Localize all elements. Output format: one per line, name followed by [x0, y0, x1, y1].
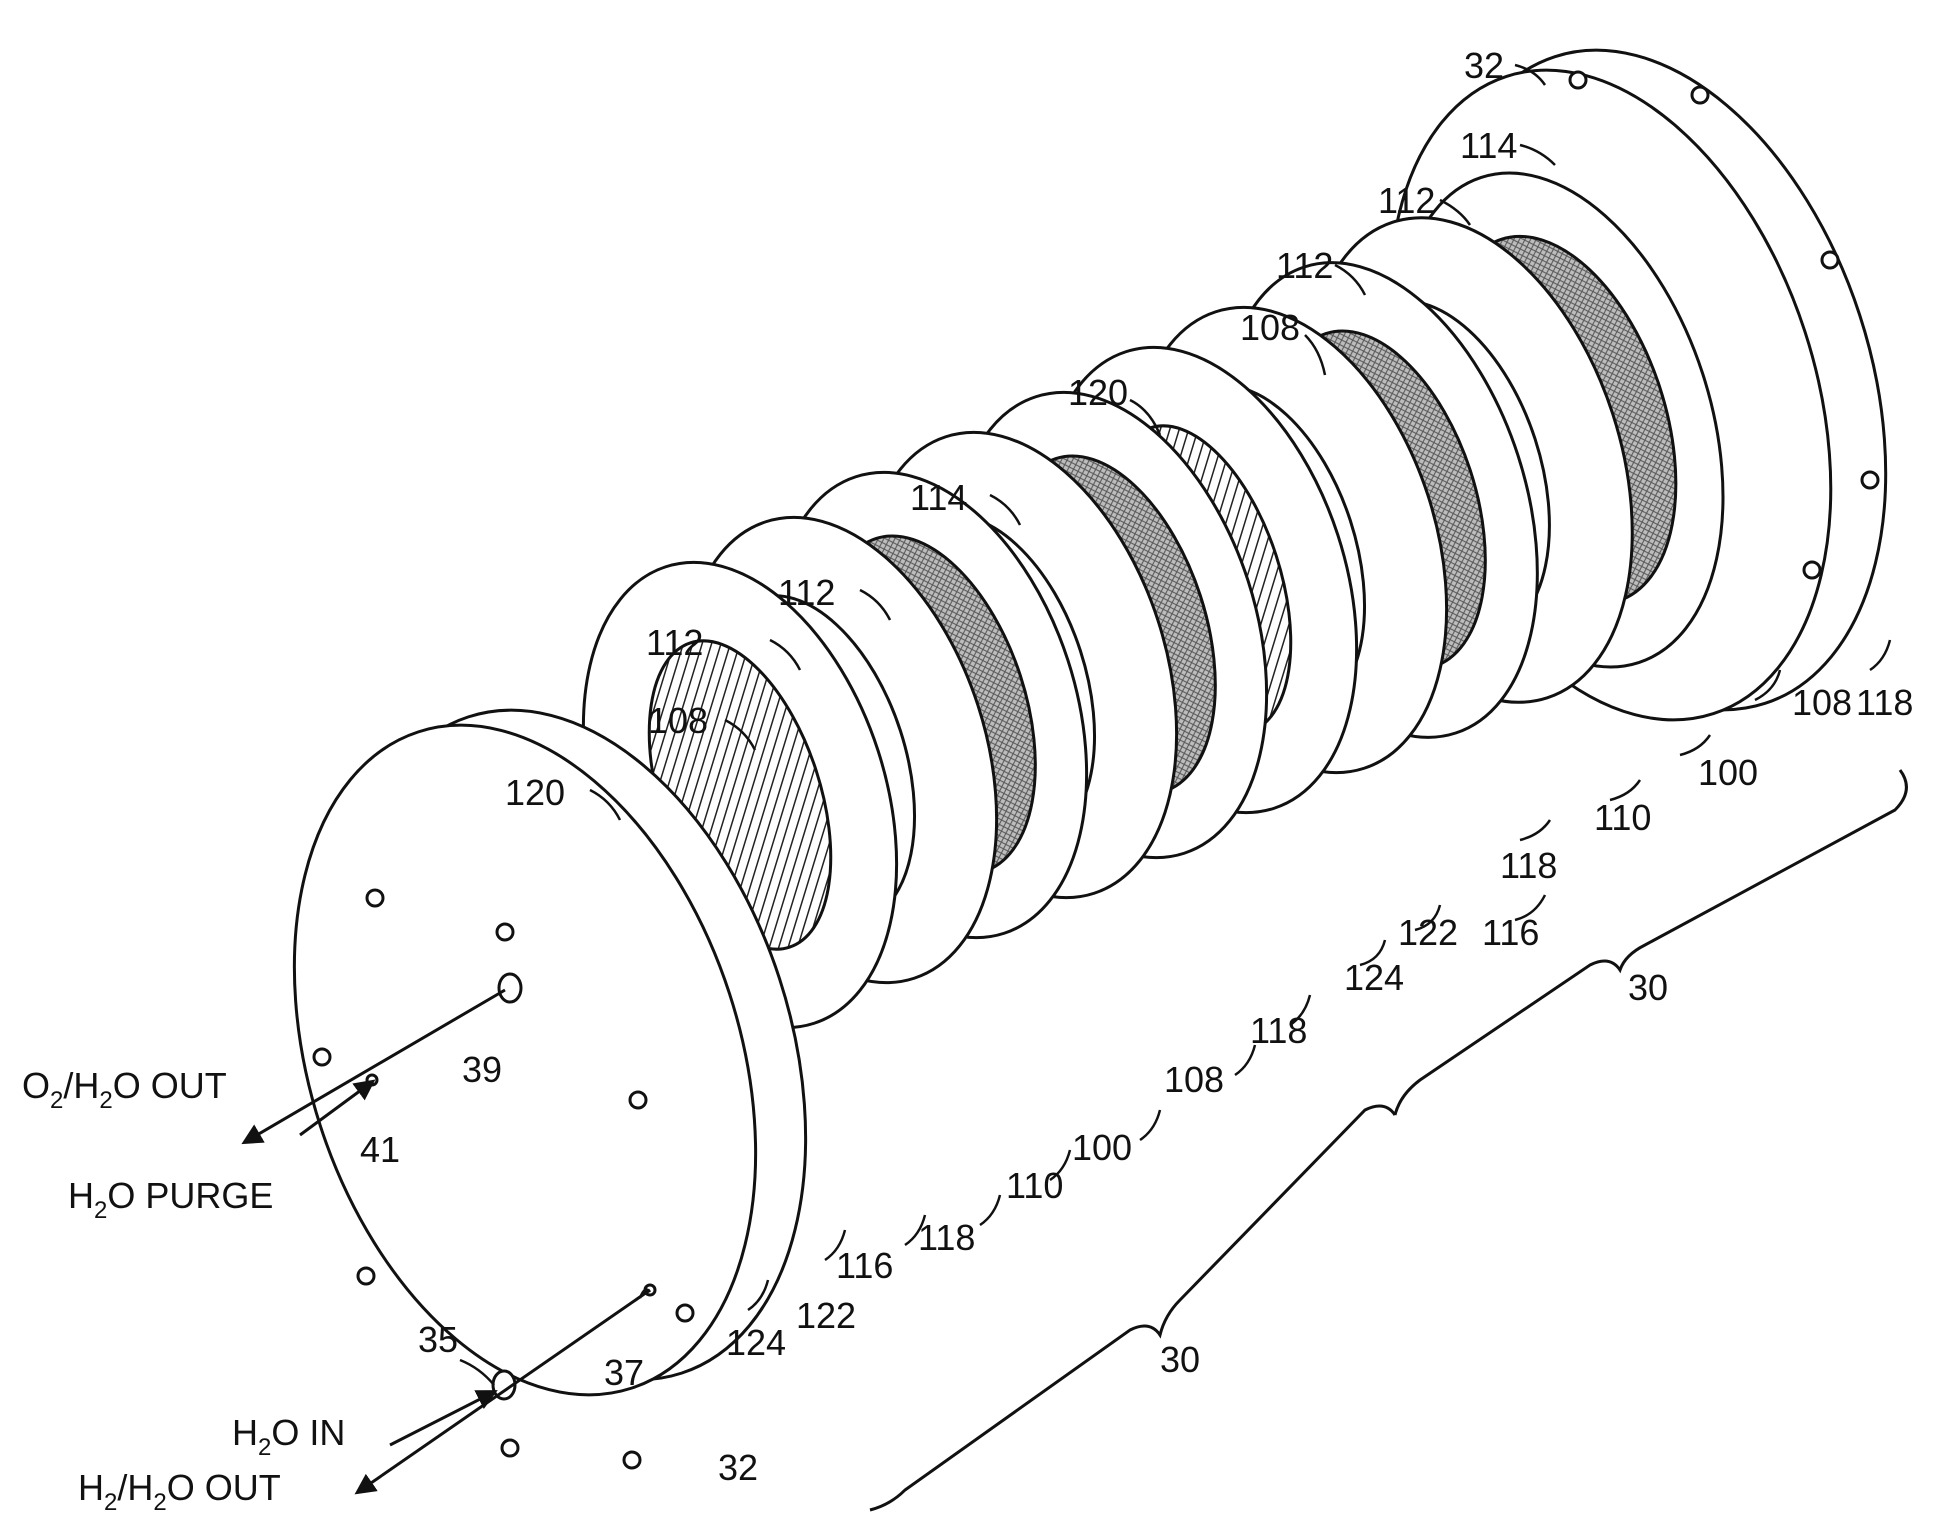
label-h2o-in: H2O IN	[232, 1412, 345, 1461]
bolt-hole	[356, 1266, 376, 1286]
h2o-in-arrow	[389, 1390, 498, 1447]
label-118-right: 118	[1856, 682, 1913, 723]
label-114-middle: 114	[910, 477, 967, 518]
bolt-hole	[628, 1090, 648, 1110]
label-122-upper: 122	[1398, 912, 1458, 953]
label-o2-h2o-out: O2/H2O OUT	[22, 1065, 227, 1114]
bolt-hole	[675, 1303, 695, 1323]
label-108-lower: 108	[648, 700, 708, 741]
bolt-hole	[1860, 470, 1880, 490]
brace-center	[869, 1104, 1397, 1512]
label-116-upper: 116	[1482, 912, 1539, 953]
label-32-top: 32	[1464, 45, 1504, 86]
bolt-hole	[1820, 250, 1840, 270]
label-100-right: 100	[1698, 752, 1758, 793]
reference-labels: 32 114 112 112 108 120 114 112 112 108 1…	[360, 45, 1913, 1488]
bolt-hole	[1802, 560, 1822, 580]
bolt-hole	[1568, 70, 1588, 90]
label-39: 39	[462, 1049, 502, 1090]
purge-arrow	[299, 1079, 376, 1137]
bolt-hole	[495, 922, 515, 942]
bolt-hole	[1690, 85, 1710, 105]
port-39-opening	[497, 972, 523, 1004]
middle-cell-assembly	[581, 390, 1269, 1030]
label-114-top: 114	[1460, 125, 1517, 166]
label-35: 35	[418, 1319, 458, 1360]
label-118-mid: 118	[1250, 1010, 1307, 1051]
label-30-right: 30	[1628, 967, 1668, 1008]
label-124-lower: 124	[726, 1322, 786, 1363]
brace-right	[1393, 769, 1908, 1116]
label-108-upper: 108	[1240, 307, 1300, 348]
label-112-middle: 112	[778, 572, 835, 613]
label-h2-h2o-out: H2/H2O OUT	[78, 1467, 281, 1516]
label-110-right: 110	[1594, 797, 1651, 838]
label-112-second: 112	[1276, 245, 1333, 286]
label-30-center: 30	[1160, 1339, 1200, 1380]
flow-labels: O2/H2O OUT H2O PURGE H2O IN H2/H2O OUT	[22, 1065, 345, 1516]
bolt-hole	[312, 1047, 332, 1067]
end-plate-front	[292, 708, 808, 1470]
label-108-mid: 108	[1164, 1059, 1224, 1100]
bolt-hole	[365, 888, 385, 908]
label-110-mid: 110	[1006, 1165, 1063, 1206]
label-116-lower: 116	[836, 1245, 893, 1286]
bolt-hole	[500, 1438, 520, 1458]
label-100-mid: 100	[1072, 1127, 1132, 1168]
label-37: 37	[604, 1352, 644, 1393]
bolt-hole	[622, 1450, 642, 1470]
label-41: 41	[360, 1129, 400, 1170]
label-32-bottom: 32	[718, 1447, 758, 1488]
label-118-lower: 118	[918, 1217, 975, 1258]
o2-out-arrow	[241, 988, 506, 1145]
leader-lines	[459, 63, 1892, 1386]
flow-lines	[241, 988, 651, 1495]
label-120-upper: 120	[1068, 372, 1128, 413]
h2-out-arrow	[354, 1288, 651, 1495]
label-112-lower: 112	[646, 622, 703, 663]
label-124-upper: 124	[1344, 957, 1404, 998]
label-118-mid-right: 118	[1500, 845, 1557, 886]
label-108-right: 108	[1792, 682, 1852, 723]
label-120-lower: 120	[505, 772, 565, 813]
label-122-lower: 122	[796, 1295, 856, 1336]
group-braces	[869, 769, 1908, 1512]
label-112-top: 112	[1378, 180, 1435, 221]
label-h2o-purge: H2O PURGE	[68, 1175, 273, 1224]
